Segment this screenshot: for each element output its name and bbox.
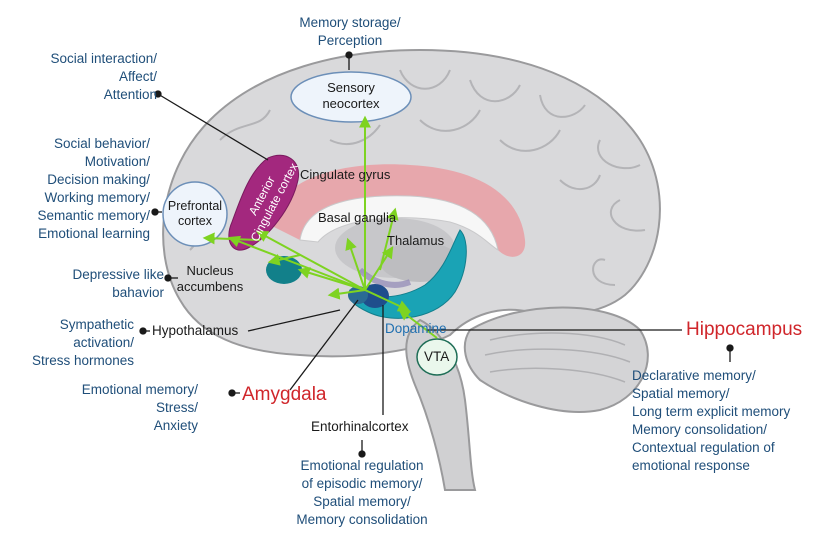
amygdala-shape: [361, 284, 389, 308]
corpus-callosum: [299, 195, 499, 252]
social-interaction-function: Social interaction/ Affect/ Attention: [50, 51, 157, 102]
thalamus-label: Thalamus: [387, 233, 445, 248]
nucleus-accumbens-label: Nucleus accumbens: [176, 263, 244, 294]
vta-bubble: [416, 338, 458, 376]
cingulate-gyrus-band: [270, 164, 526, 257]
nucleus-accumbens-shape: [266, 256, 302, 284]
memory-storage-function: Memory storage/ Perception: [299, 15, 401, 48]
green-connection-arrows: [202, 115, 438, 339]
dopamine-label: Dopamine: [385, 321, 447, 336]
depressive-behavior-function: Depressive like bahavior: [72, 267, 164, 300]
sympathetic-function: Sympathetic activation/ Stress hormones: [31, 317, 134, 368]
basal-ganglia-label: Basal ganglia: [318, 210, 397, 225]
amygdala-label: Amygdala: [242, 384, 327, 405]
sensory-neocortex-bubble: [290, 71, 412, 123]
cerebellum-shape: [463, 306, 649, 413]
leader-lines: [139, 51, 734, 458]
vta-label: VTA: [424, 349, 450, 364]
prefrontal-cortex-bubble: [162, 181, 228, 247]
hippocampus-label: Hippocampus: [686, 319, 803, 340]
declarative-memory-function: Declarative memory/ Spatial memory/ Long…: [632, 368, 791, 473]
sensory-neocortex-label: Sensory neocortex: [322, 80, 380, 111]
social-behavior-function: Social behavior/ Motivation/ Decision ma…: [37, 136, 150, 241]
entorhinal-cortex-label: Entorhinalcortex: [311, 419, 409, 434]
anterior-cingulate-shape: [228, 154, 300, 251]
cingulate-gyrus-label: Cingulate gyrus: [300, 167, 391, 182]
emotional-memory-function: Emotional memory/ Stress/ Anxiety: [81, 382, 198, 433]
cerebellum-folia: [484, 332, 631, 383]
hippocampus-shape: [348, 229, 467, 319]
prefrontal-cortex-label: Prefrontal cortex: [167, 199, 223, 228]
emotional-regulation-function: Emotional regulation of episodic memory/…: [296, 458, 428, 527]
hypothalamus-label: Hypothalamus: [152, 323, 239, 338]
